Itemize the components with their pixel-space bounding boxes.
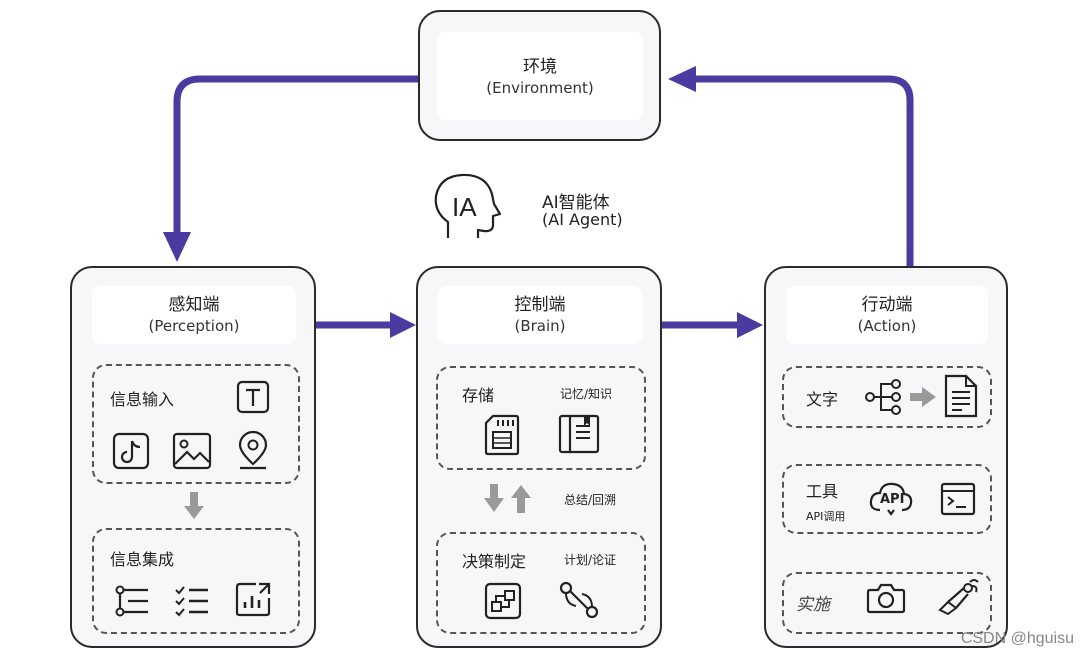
tree-icon bbox=[864, 378, 904, 416]
brain-title: 控制端 bbox=[514, 295, 566, 315]
storage-label: 存储 bbox=[462, 386, 495, 405]
action-title-card: 行动端 (Action) bbox=[786, 286, 988, 344]
implement-label: 实施 bbox=[796, 595, 830, 615]
robot-arm-icon bbox=[936, 576, 980, 616]
ai-head-icon: IA bbox=[430, 172, 510, 242]
watermark: CSDN @hguisu bbox=[960, 630, 1074, 647]
perception-title: 感知端 bbox=[168, 295, 220, 315]
camera-icon bbox=[866, 580, 906, 616]
arrow-action-to-env-head bbox=[668, 66, 696, 92]
decision-note: 计划/论证 bbox=[564, 553, 617, 567]
perception-input-group bbox=[92, 364, 300, 484]
action-box: 行动端 (Action) bbox=[764, 266, 1008, 648]
environment-box: 环境 (Environment) bbox=[418, 10, 661, 141]
down-arrow-icon bbox=[184, 492, 204, 520]
brain-title-card: 控制端 (Brain) bbox=[438, 286, 642, 344]
action-tools-group bbox=[782, 464, 992, 534]
image-icon bbox=[172, 432, 212, 470]
brain-box: 控制端 (Brain) bbox=[416, 266, 662, 648]
decision-label: 决策制定 bbox=[462, 552, 527, 571]
perception-subtitle: (Perception) bbox=[148, 317, 240, 335]
text-icon bbox=[236, 380, 270, 414]
arrow-perception-to-brain-head bbox=[390, 312, 416, 338]
brain-subtitle: (Brain) bbox=[514, 317, 566, 335]
flow-list-icon bbox=[114, 584, 150, 618]
tools-note: API调用 bbox=[806, 510, 846, 523]
up-arrow-icon bbox=[511, 484, 531, 514]
agent-title: AI智能体 bbox=[542, 193, 610, 213]
environment-subtitle: (Environment) bbox=[486, 79, 594, 97]
svg-text:IA: IA bbox=[452, 192, 477, 222]
tools-label: 工具 bbox=[806, 482, 839, 501]
perception-integration-group bbox=[92, 528, 300, 634]
arrow-brain-to-action-head bbox=[737, 312, 763, 338]
action-implement-group bbox=[782, 572, 992, 634]
api-badge: API bbox=[880, 492, 905, 507]
arrow-action-to-env bbox=[690, 75, 914, 268]
document-icon bbox=[942, 374, 978, 418]
summary-note: 总结/回溯 bbox=[564, 493, 617, 507]
environment-title: 环境 bbox=[523, 57, 557, 77]
flow-chart-icon bbox=[484, 582, 522, 620]
brain-decision-group bbox=[436, 532, 646, 634]
book-icon bbox=[558, 414, 600, 454]
tiktok-icon bbox=[112, 432, 150, 470]
checklist-icon bbox=[174, 584, 210, 618]
arrow-env-to-perception-head bbox=[163, 232, 191, 262]
arrow-right-icon bbox=[910, 387, 936, 407]
perception-title-card: 感知端 (Perception) bbox=[92, 286, 296, 344]
location-pin-icon bbox=[234, 430, 272, 472]
api-cloud-icon bbox=[868, 480, 914, 516]
info-input-label: 信息输入 bbox=[110, 390, 175, 409]
storage-note: 记忆/知识 bbox=[560, 387, 613, 401]
action-text-group bbox=[782, 366, 992, 428]
brain-storage-group bbox=[436, 366, 646, 470]
agent-subtitle: (AI Agent) bbox=[542, 210, 623, 229]
bar-chart-icon bbox=[234, 580, 272, 618]
sd-card-icon bbox=[484, 414, 520, 456]
text-label: 文字 bbox=[806, 390, 839, 409]
path-icon bbox=[558, 580, 600, 620]
info-integration-label: 信息集成 bbox=[110, 550, 175, 569]
down-arrow-icon bbox=[484, 484, 504, 514]
action-title: 行动端 bbox=[861, 295, 913, 315]
arrow-env-to-perception bbox=[173, 75, 418, 240]
environment-title-card: 环境 (Environment) bbox=[437, 32, 643, 120]
terminal-icon bbox=[940, 482, 976, 516]
action-subtitle: (Action) bbox=[857, 317, 917, 335]
